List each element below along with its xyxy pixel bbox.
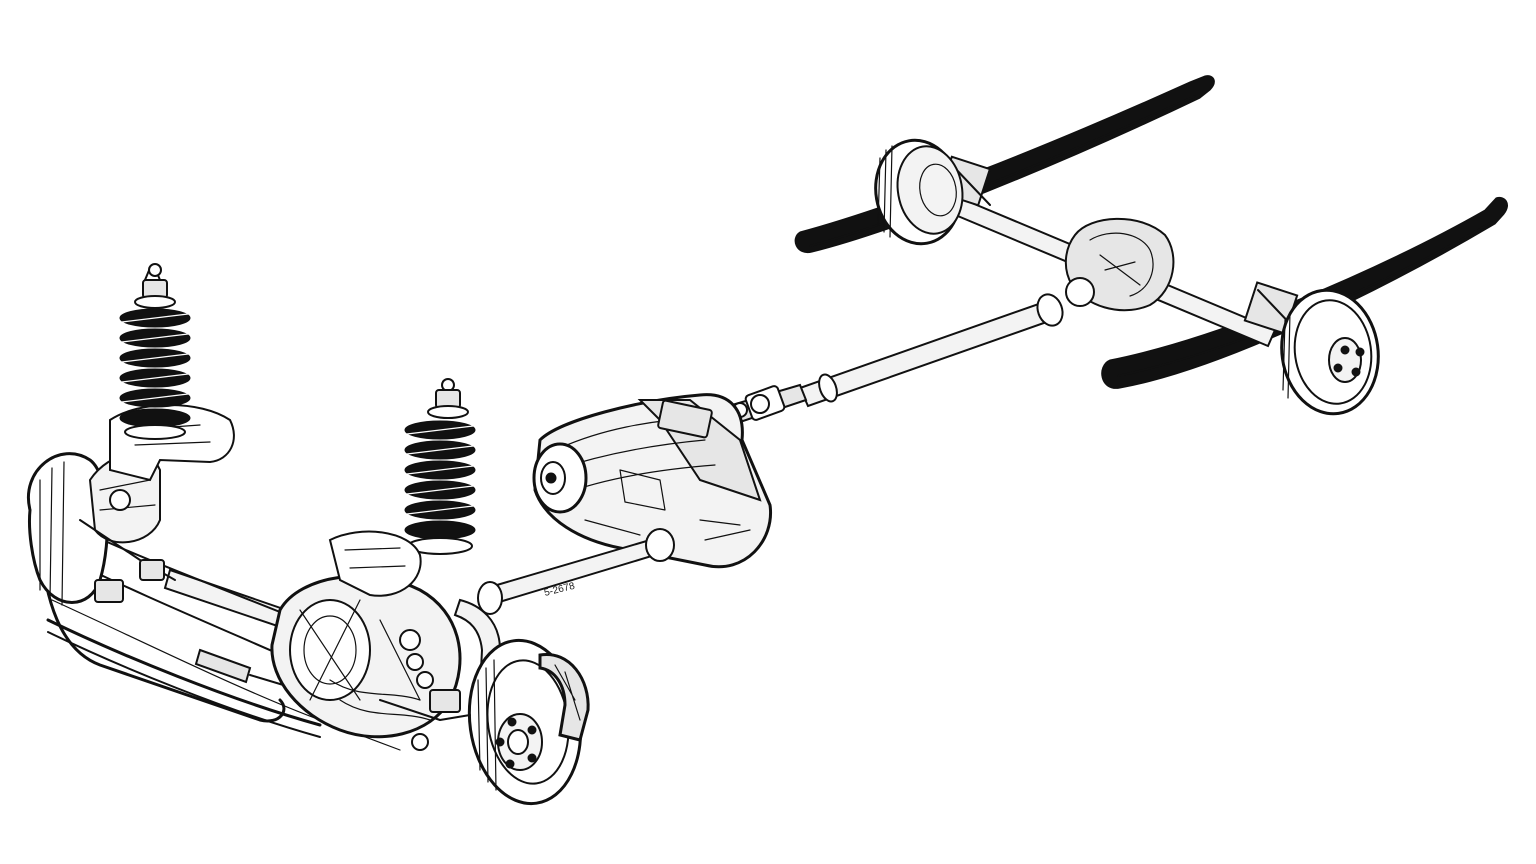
rear-brake-drum-far [874,138,964,246]
rear-axle [938,155,1299,348]
front-differential [270,574,462,739]
brake-caliper-near [538,653,590,742]
front-driveshaft: 5-2678 [477,528,675,615]
transfer-case [532,393,773,569]
spring-seat-bracket-near [328,530,422,597]
rear-differential [1064,217,1175,312]
coil-spring-far [119,263,191,440]
wheel-hub-near [495,713,543,771]
coil-spring-near [404,378,476,555]
tie-rod [46,618,322,738]
front-hub-far [27,452,109,606]
rear-universal-joint [732,385,786,421]
rear-brake-drum-near [1280,288,1380,416]
steering-linkage-near [329,653,471,751]
